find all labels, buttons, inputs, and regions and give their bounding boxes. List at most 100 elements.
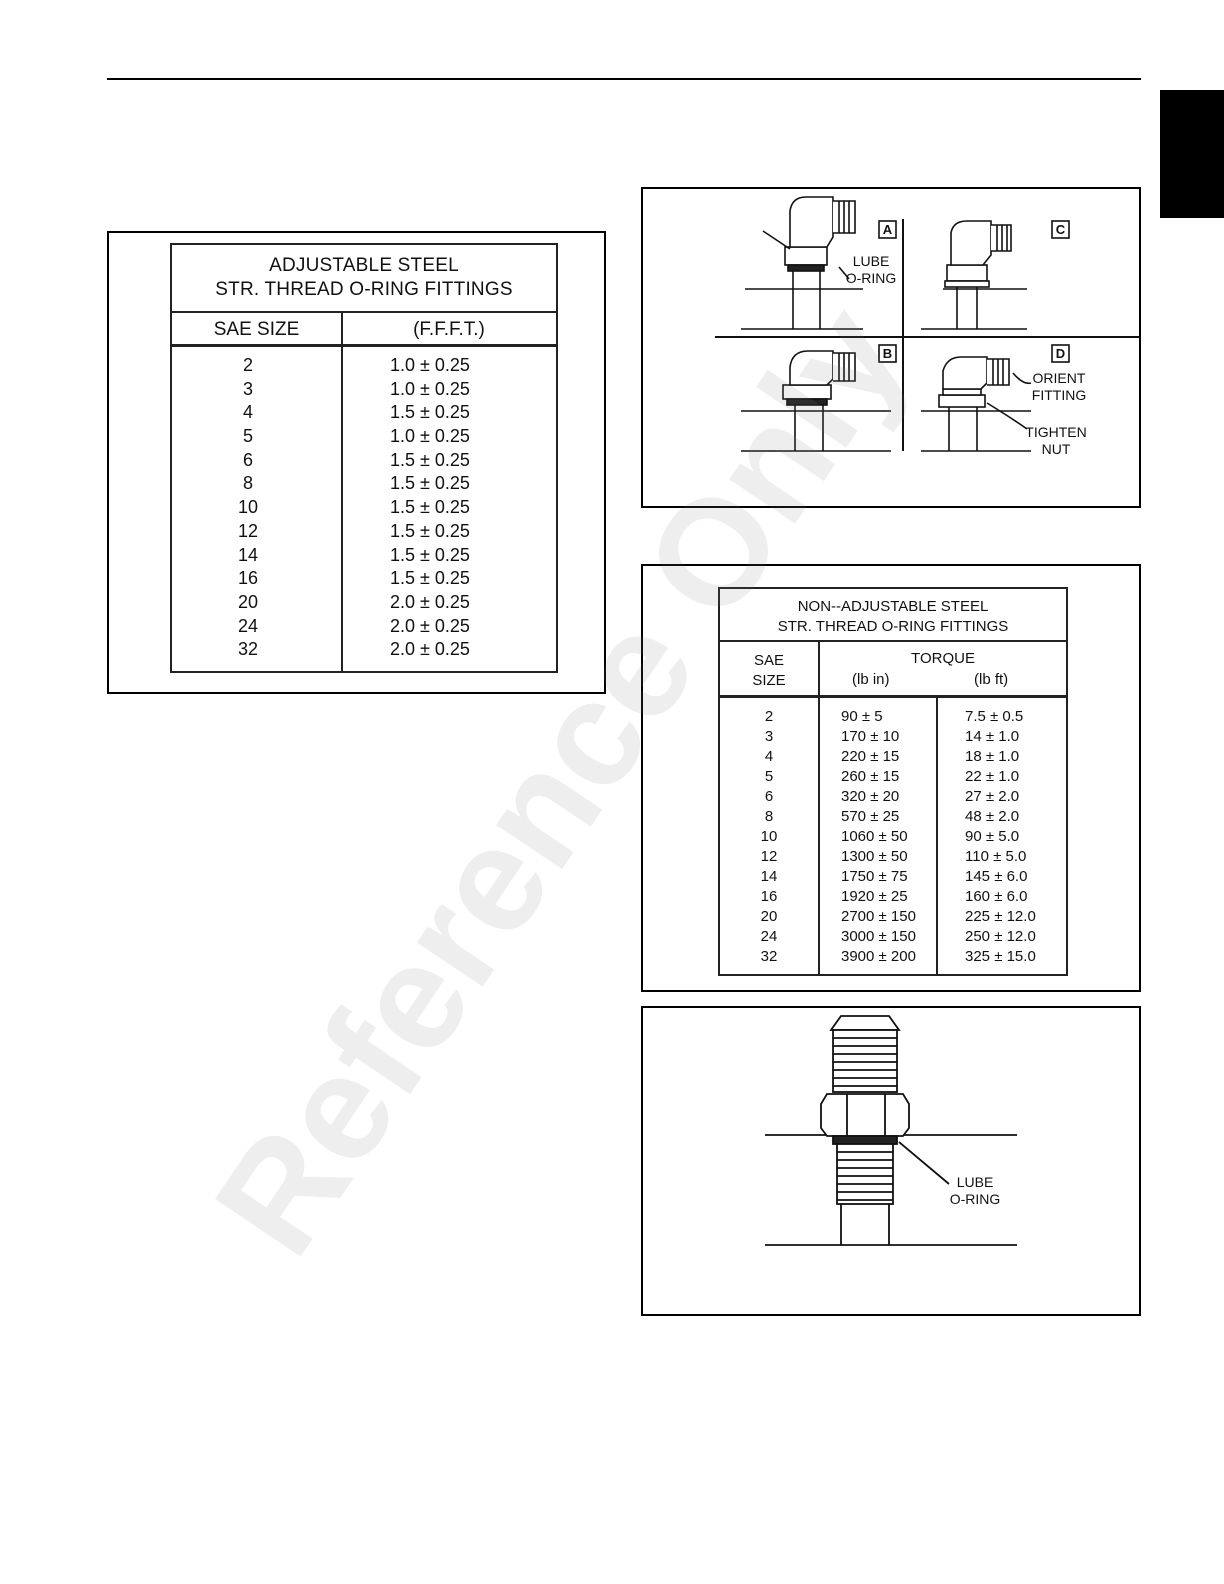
panel-d-label: D <box>1055 346 1066 361</box>
col-lb-ft: (lb ft) <box>974 671 1009 688</box>
sae-size-cell: 4 <box>764 748 774 765</box>
panel-a-label: A <box>882 222 893 237</box>
ffft-cell: 1.5 ± 0.25 <box>390 568 470 589</box>
torque-lb-ft-cell: 145 ± 6.0 <box>965 868 1028 885</box>
sae-size-cell: 20 <box>760 908 778 925</box>
torque-lb-ft-cell: 18 ± 1.0 <box>965 748 1020 765</box>
table-row: 12 1300 ± 50 110 ± 5.0 <box>720 848 1066 868</box>
sae-size-cell: 8 <box>764 808 774 825</box>
tighten-text: TIGHTEN <box>1025 424 1087 440</box>
ffft-cell: 2.0 ± 0.25 <box>390 591 470 612</box>
ffft-cell: 1.5 ± 0.25 <box>390 520 470 541</box>
table-row: 16 1.5 ± 0.25 <box>172 568 556 592</box>
table-row: 20 2.0 ± 0.25 <box>172 592 556 616</box>
ffft-cell: 1.5 ± 0.25 <box>390 449 470 470</box>
torque-lb-in-cell: 2700 ± 150 <box>841 908 916 925</box>
header-rule <box>107 78 1141 80</box>
fitting-drawing <box>765 1015 1017 1246</box>
table-row: 20 2700 ± 150 225 ± 12.0 <box>720 908 1066 928</box>
non-adjustable-fittings-table: NON--ADJUSTABLE STEEL STR. THREAD O-RING… <box>718 587 1068 976</box>
sae-text: SAE <box>753 652 784 669</box>
table-row: 6 320 ± 20 27 ± 2.0 <box>720 788 1066 808</box>
table-row: 4 220 ± 15 18 ± 1.0 <box>720 748 1066 768</box>
table-row: 2 90 ± 5 7.5 ± 0.5 <box>720 708 1066 728</box>
torque-lb-ft-cell: 7.5 ± 0.5 <box>965 708 1024 725</box>
section-tab <box>1160 90 1224 218</box>
sae-size-cell: 2 <box>764 708 774 725</box>
ffft-cell: 1.0 ± 0.25 <box>390 426 470 447</box>
sae-size-cell: 24 <box>760 928 778 945</box>
torque-lb-in-cell: 1300 ± 50 <box>841 848 908 865</box>
sae-size-cell: 6 <box>242 449 253 470</box>
tighten-nut-callout: TIGHTEN NUT <box>1021 424 1091 458</box>
torque-lb-ft-cell: 160 ± 6.0 <box>965 888 1028 905</box>
size-text: SIZE <box>752 672 786 689</box>
ffft-cell: 1.5 ± 0.25 <box>390 473 470 494</box>
orient-text: ORIENT <box>1032 370 1086 386</box>
non-adjustable-fitting-diagram: LUBE O-RING <box>641 1006 1141 1316</box>
table-header: SAE SIZE (F.F.F.T.) <box>172 313 556 347</box>
table-row: 6 1.5 ± 0.25 <box>172 450 556 474</box>
torque-lb-ft-cell: 225 ± 12.0 <box>965 908 1036 925</box>
ffft-cell: 1.5 ± 0.25 <box>390 402 470 423</box>
ffft-cell: 2.0 ± 0.25 <box>390 615 470 636</box>
sae-size-cell: 12 <box>760 848 778 865</box>
torque-lb-in-cell: 3900 ± 200 <box>841 948 916 965</box>
table-title: ADJUSTABLE STEEL STR. THREAD O-RING FITT… <box>172 245 556 313</box>
sae-size-cell: 3 <box>242 378 253 399</box>
adjustable-fittings-table: ADJUSTABLE STEEL STR. THREAD O-RING FITT… <box>170 243 558 673</box>
title-line-1: ADJUSTABLE STEEL <box>269 255 459 276</box>
torque-lb-ft-cell: 27 ± 2.0 <box>965 788 1020 805</box>
sae-size-cell: 14 <box>760 868 778 885</box>
col-torque: TORQUE <box>911 650 975 667</box>
torque-lb-ft-cell: 325 ± 15.0 <box>965 948 1036 965</box>
torque-lb-in-cell: 3000 ± 150 <box>841 928 916 945</box>
torque-lb-in-cell: 1920 ± 25 <box>841 888 908 905</box>
torque-lb-ft-cell: 110 ± 5.0 <box>965 848 1027 865</box>
non-adjustable-fittings-figure: NON--ADJUSTABLE STEEL STR. THREAD O-RING… <box>641 564 1141 992</box>
col-ffft: (F.F.F.T.) <box>413 319 485 340</box>
installation-steps-drawing <box>715 196 1139 452</box>
adjustable-fittings-figure: ADJUSTABLE STEEL STR. THREAD O-RING FITT… <box>107 231 606 694</box>
sae-size-cell: 32 <box>237 639 259 660</box>
sae-size-cell: 6 <box>764 788 774 805</box>
oring-text: O-RING <box>949 1191 1001 1207</box>
sae-size-cell: 32 <box>760 948 778 965</box>
title-line-2: STR. THREAD O-RING FITTINGS <box>777 618 1009 635</box>
table-row: 24 2.0 ± 0.25 <box>172 616 556 640</box>
col-sae-size: SAE SIZE <box>213 319 300 340</box>
lube-oring-callout: LUBE O-RING <box>841 253 901 287</box>
sae-size-cell: 10 <box>760 828 778 845</box>
title-line-2: STR. THREAD O-RING FITTINGS <box>215 279 513 300</box>
torque-lb-in-cell: 1060 ± 50 <box>841 828 908 845</box>
torque-lb-in-cell: 220 ± 15 <box>841 748 900 765</box>
lube-text: LUBE <box>956 1174 994 1190</box>
torque-lb-in-cell: 90 ± 5 <box>841 708 883 725</box>
col-sae-size: SAE SIZE <box>720 651 818 691</box>
torque-lb-ft-cell: 14 ± 1.0 <box>965 728 1020 745</box>
sae-size-cell: 24 <box>237 615 259 636</box>
sae-size-cell: 5 <box>764 768 774 785</box>
lube-text: LUBE <box>852 253 890 269</box>
torque-lb-in-cell: 320 ± 20 <box>841 788 900 805</box>
torque-lb-in-cell: 170 ± 10 <box>841 728 900 745</box>
torque-lb-ft-cell: 48 ± 2.0 <box>965 808 1020 825</box>
sae-size-cell: 16 <box>237 568 259 589</box>
ffft-cell: 1.5 ± 0.25 <box>390 497 470 518</box>
table-header: SAE SIZE TORQUE (lb in) (lb ft) <box>720 642 1066 698</box>
panel-c-label: C <box>1055 222 1066 237</box>
sae-size-cell: 20 <box>237 591 259 612</box>
